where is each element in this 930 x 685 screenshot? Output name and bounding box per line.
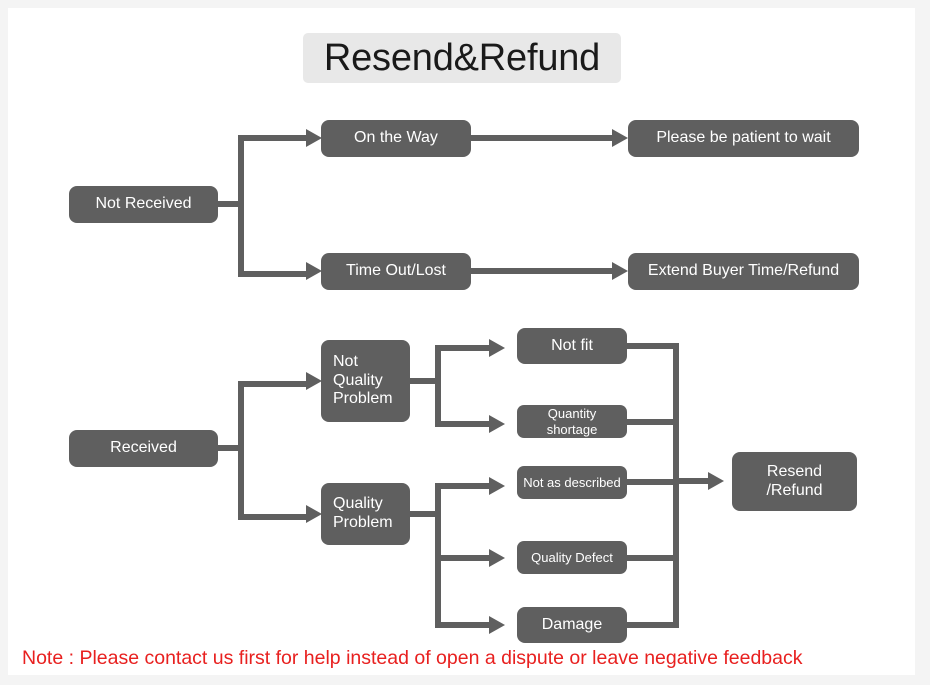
- connector-to-not-fit: [435, 345, 493, 351]
- connector-quality-stem: [410, 511, 441, 517]
- arrowhead-to-damage: [489, 616, 505, 634]
- node-please-be-patient[interactable]: Please be patient to wait: [628, 120, 859, 157]
- arrowhead-to-on-the-way: [306, 129, 322, 147]
- connector-to-not-quality-problem: [238, 381, 310, 387]
- connector-received-stem: [218, 445, 244, 451]
- diagram-canvas: [8, 8, 915, 675]
- connector-merge-not-fit: [627, 343, 679, 349]
- footer-note: Note : Please contact us first for help …: [22, 647, 803, 669]
- connector-time-out-to-extend: [471, 268, 618, 274]
- connector-to-damage: [435, 622, 493, 628]
- connector-to-resend-refund: [673, 478, 712, 484]
- connector-on-the-way-to-wait: [471, 135, 618, 141]
- node-received[interactable]: Received: [69, 430, 218, 467]
- node-not-as-described[interactable]: Not as described: [517, 466, 627, 499]
- arrowhead-to-quantity-shortage: [489, 415, 505, 433]
- node-on-the-way[interactable]: On the Way: [321, 120, 471, 157]
- arrowhead-to-please-be-patient: [612, 129, 628, 147]
- arrowhead-to-not-as-described: [489, 477, 505, 495]
- node-damage[interactable]: Damage: [517, 607, 627, 643]
- connector-merge-quality-defect: [627, 555, 679, 561]
- connector-to-quality-problem: [238, 514, 310, 520]
- node-quantity-shortage[interactable]: Quantity shortage: [517, 405, 627, 438]
- node-quality-problem[interactable]: Quality Problem: [321, 483, 410, 545]
- node-not-quality-problem[interactable]: Not Quality Problem: [321, 340, 410, 422]
- connector-to-quality-defect: [435, 555, 493, 561]
- connector-to-on-the-way: [238, 135, 310, 141]
- connector-not-quality-stem: [410, 378, 441, 384]
- connector-merge-trunk: [673, 343, 679, 628]
- connector-merge-not-as-described: [627, 479, 679, 485]
- arrowhead-to-extend-buyer-time: [612, 262, 628, 280]
- connector-not-received-trunk: [238, 135, 244, 277]
- page-title: Resend&Refund: [303, 33, 621, 83]
- connector-to-not-as-described: [435, 483, 493, 489]
- node-not-fit[interactable]: Not fit: [517, 328, 627, 364]
- arrowhead-to-quality-defect: [489, 549, 505, 567]
- connector-to-time-out-lost: [238, 271, 310, 277]
- node-extend-buyer-time[interactable]: Extend Buyer Time/Refund: [628, 253, 859, 290]
- connector-received-trunk: [238, 381, 244, 520]
- arrowhead-to-quality-problem: [306, 505, 322, 523]
- connector-not-received-stem: [218, 201, 244, 207]
- connector-not-quality-trunk: [435, 345, 441, 427]
- node-quality-defect[interactable]: Quality Defect: [517, 541, 627, 574]
- connector-to-quantity-shortage: [435, 421, 493, 427]
- node-resend-refund[interactable]: Resend /Refund: [732, 452, 857, 511]
- connector-merge-quantity-shortage: [627, 419, 679, 425]
- connector-merge-damage: [627, 622, 679, 628]
- arrowhead-to-not-fit: [489, 339, 505, 357]
- arrowhead-to-resend-refund: [708, 472, 724, 490]
- node-time-out-lost[interactable]: Time Out/Lost: [321, 253, 471, 290]
- node-not-received[interactable]: Not Received: [69, 186, 218, 223]
- arrowhead-to-not-quality-problem: [306, 372, 322, 390]
- arrowhead-to-time-out-lost: [306, 262, 322, 280]
